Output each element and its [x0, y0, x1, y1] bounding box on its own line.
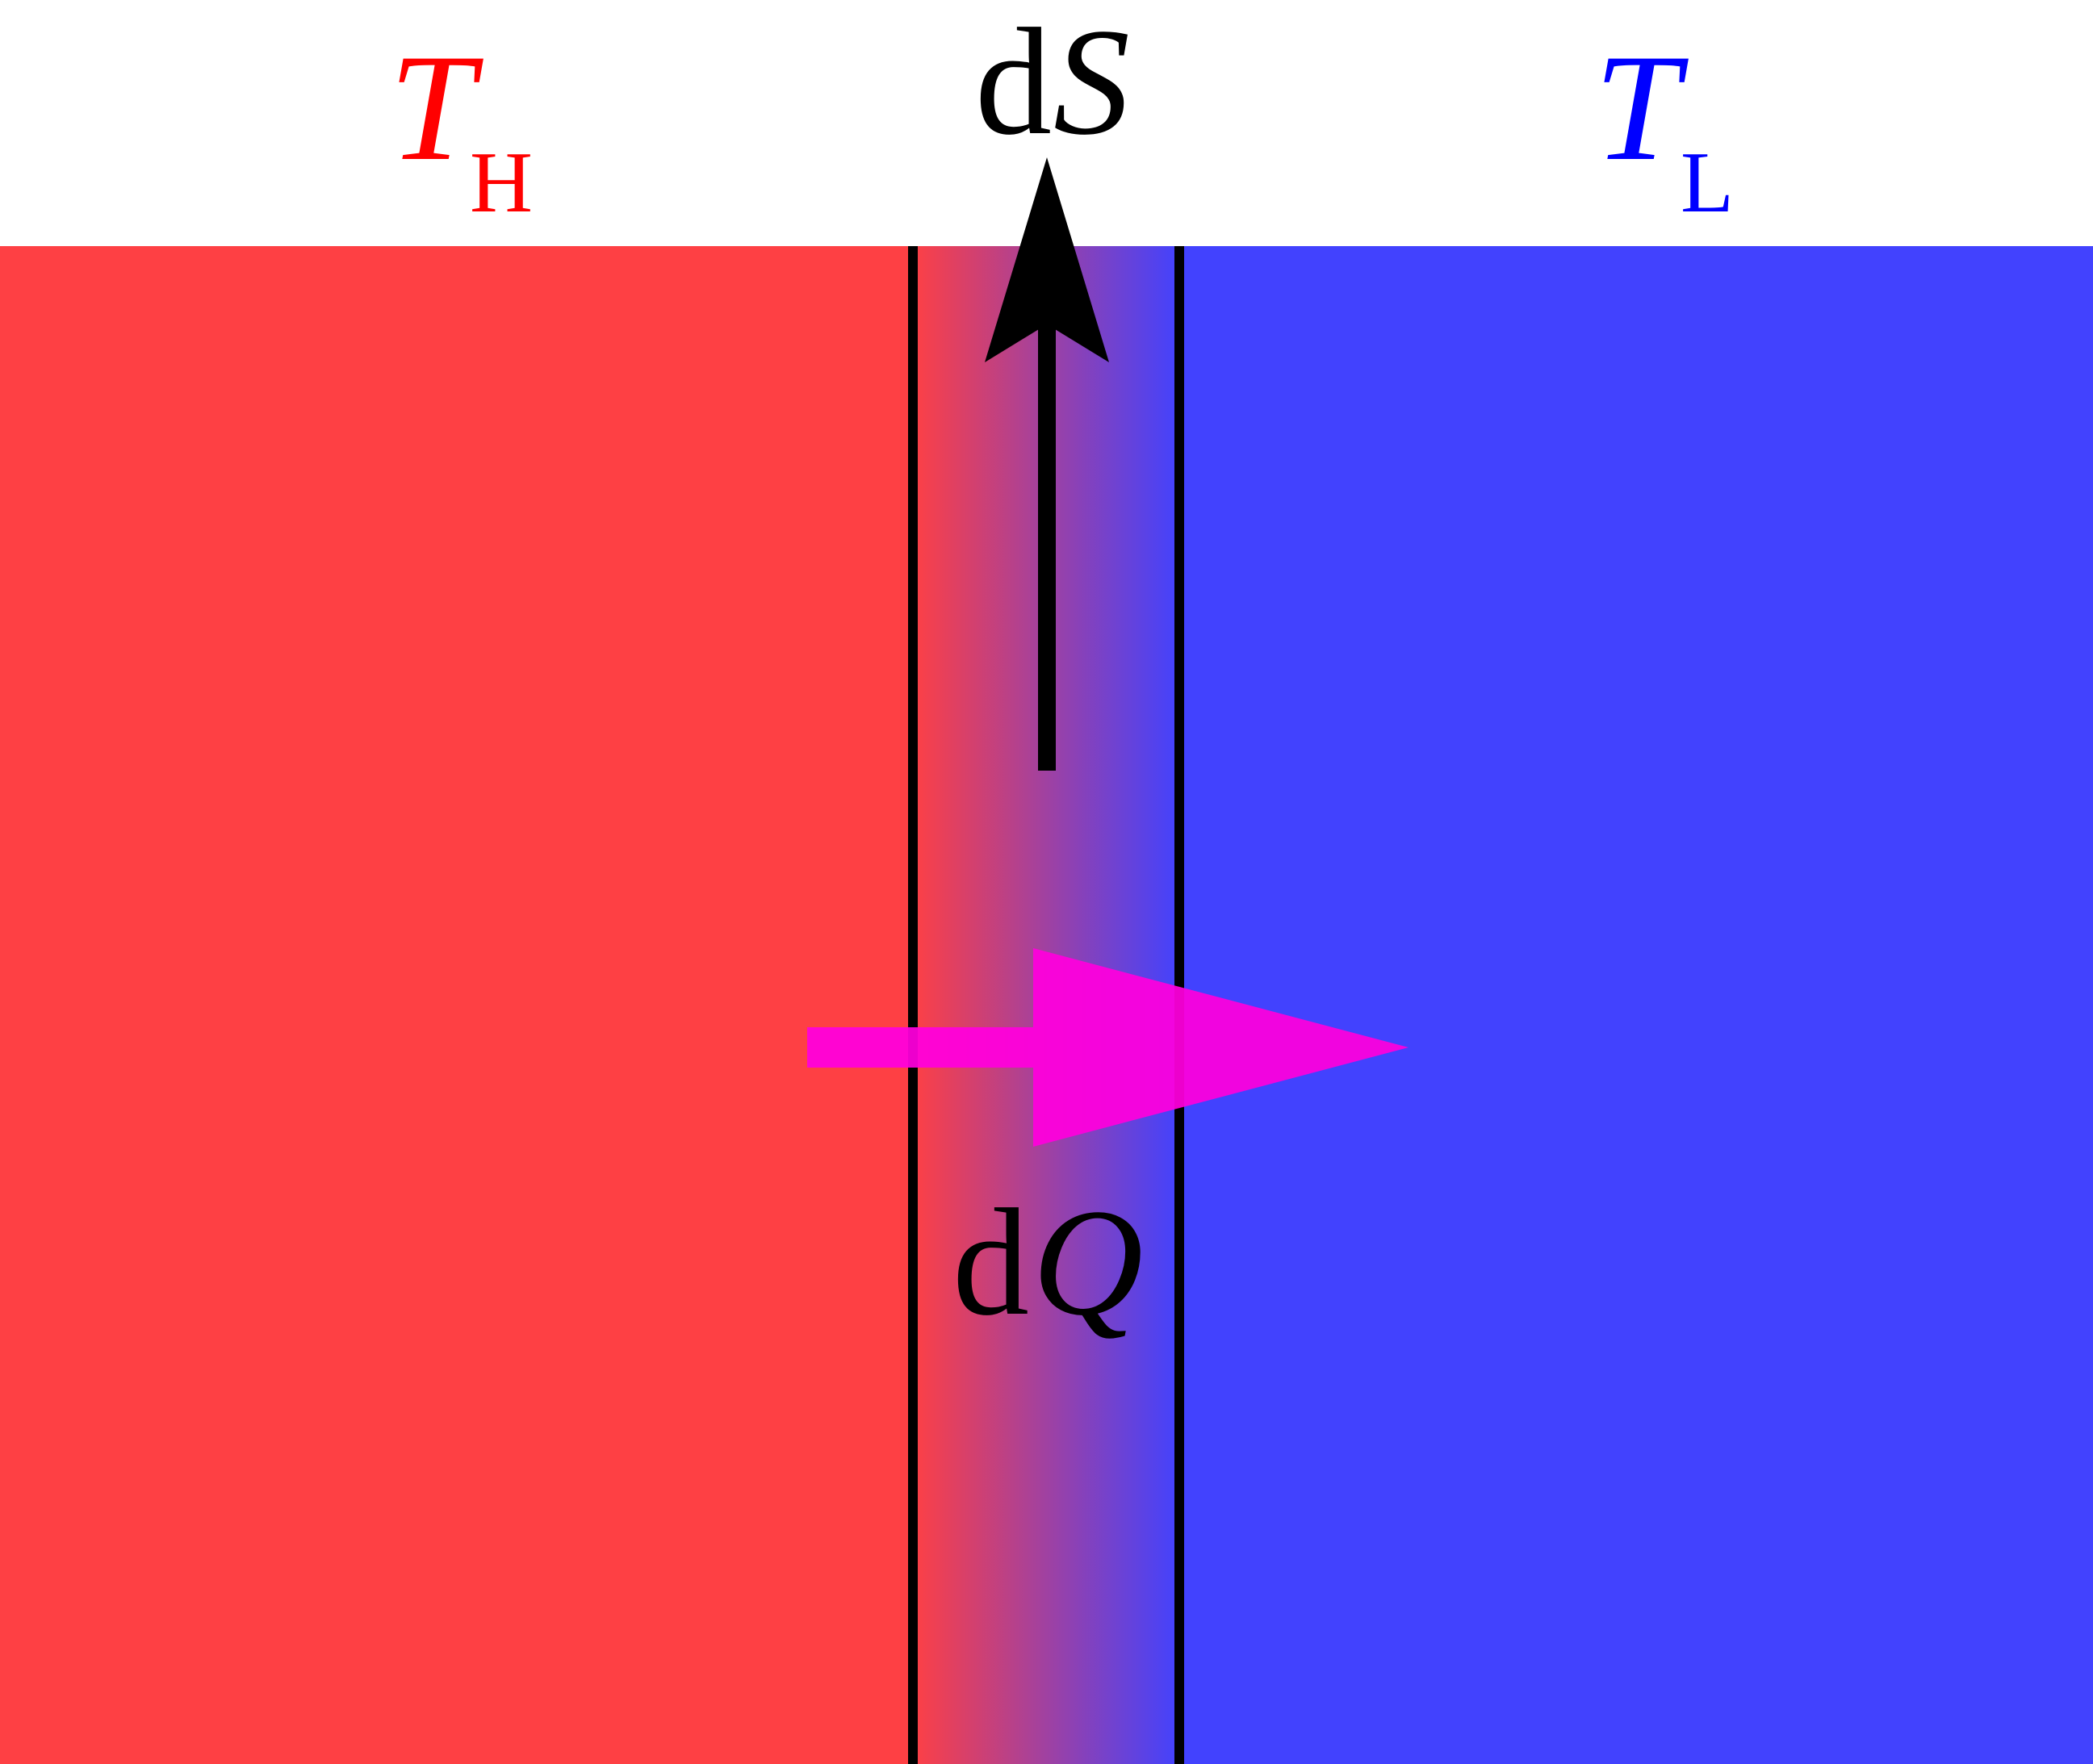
heat-flow-arrow	[807, 948, 1409, 1147]
cold-temperature-label: T L	[1594, 23, 1734, 231]
entropy-arrow	[985, 157, 1109, 771]
heat-transfer-label: dQ	[952, 1178, 1143, 1348]
entropy-arrow-shaft	[1038, 319, 1056, 771]
hot-reservoir	[0, 246, 914, 1764]
entropy-label-symbol: S	[1053, 0, 1130, 167]
hot-temperature-label: T H	[389, 23, 533, 231]
heat-label-d: d	[952, 1178, 1029, 1348]
cold-reservoir	[1178, 246, 2093, 1764]
cold-label-symbol: T	[1594, 23, 1689, 193]
heat-arrow-shape	[807, 948, 1409, 1147]
entropy-arrow-head	[985, 157, 1109, 362]
cold-label-subscript: L	[1681, 135, 1734, 231]
entropy-label-d: d	[975, 0, 1052, 167]
hot-label-subscript: H	[470, 135, 533, 231]
entropy-change-label: dS	[975, 0, 1130, 167]
left-boundary-line	[908, 246, 918, 1764]
hot-label-symbol: T	[389, 23, 483, 193]
heat-label-symbol: Q	[1032, 1178, 1143, 1348]
